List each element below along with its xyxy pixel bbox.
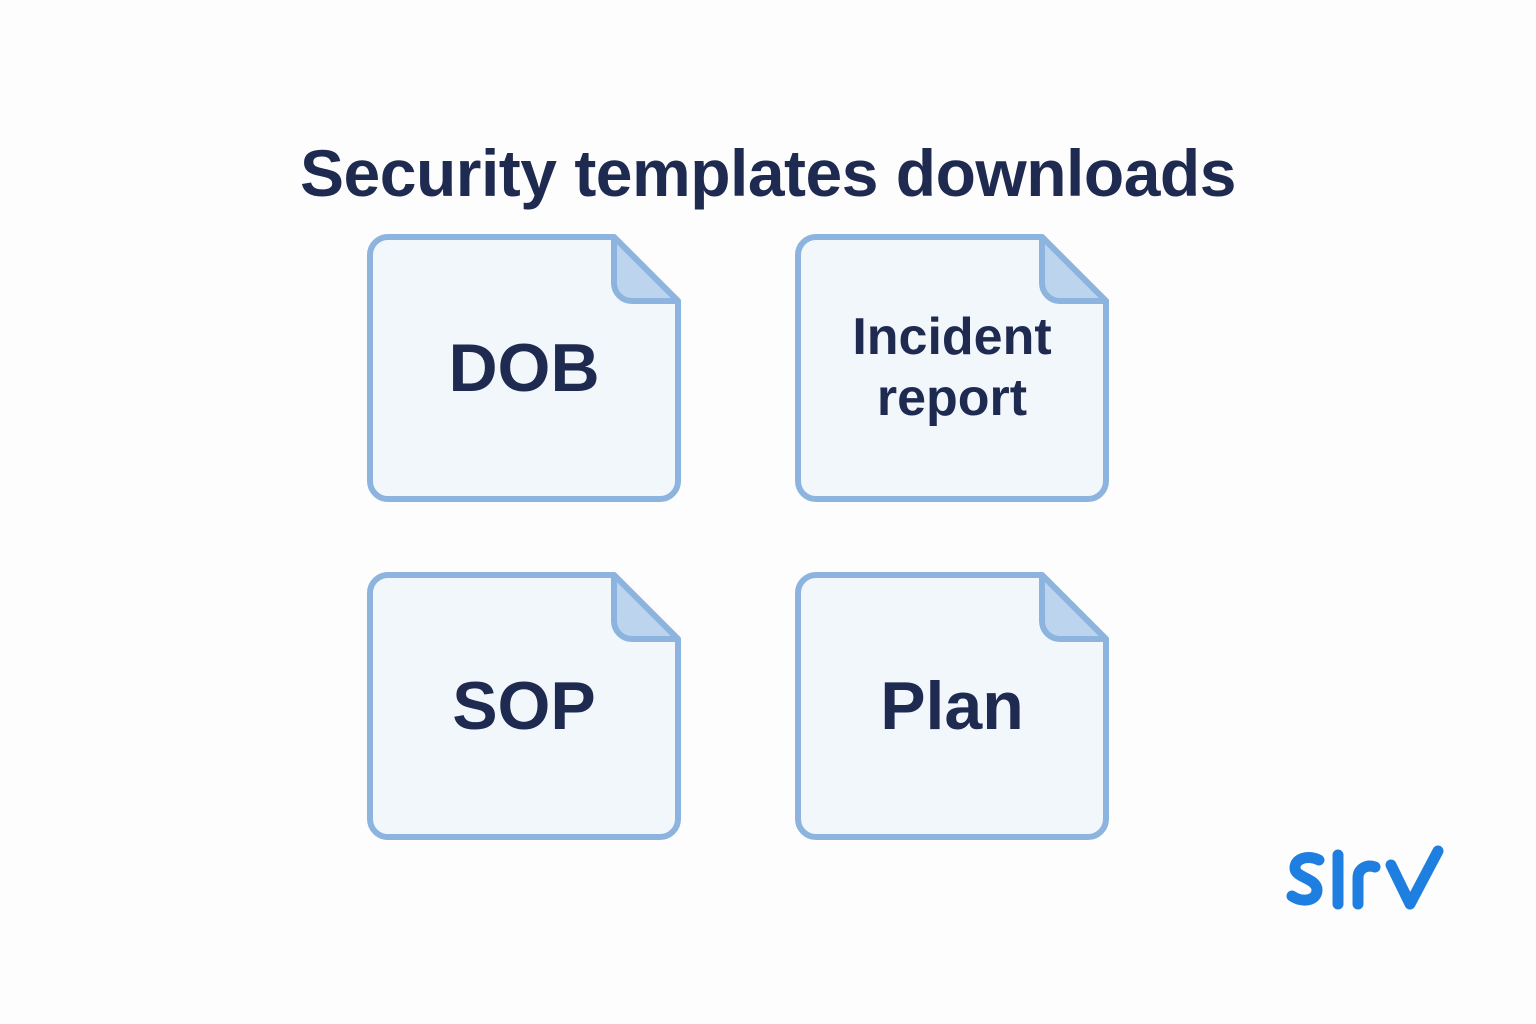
document-card-label: Plan (880, 667, 1024, 744)
document-file-icon (367, 234, 681, 502)
document-card-dob[interactable]: DOB (366, 233, 682, 503)
document-card-incident-report[interactable]: Incident report (794, 233, 1110, 503)
document-file-icon (795, 234, 1109, 502)
page-title: Security templates downloads (300, 136, 1236, 211)
document-file-icon (795, 572, 1109, 840)
document-card-label: Incident report (852, 307, 1052, 427)
document-card-sop[interactable]: SOP (366, 571, 682, 841)
document-card-plan[interactable]: Plan (794, 571, 1110, 841)
document-card-label: SOP (452, 667, 596, 744)
document-card-label: DOB (448, 329, 600, 406)
document-file-icon (367, 572, 681, 840)
document-card-grid: DOB Incident report SOP Plan (366, 233, 1110, 841)
sirv-logo-icon (1286, 845, 1444, 910)
sirv-logo[interactable] (1286, 838, 1446, 928)
